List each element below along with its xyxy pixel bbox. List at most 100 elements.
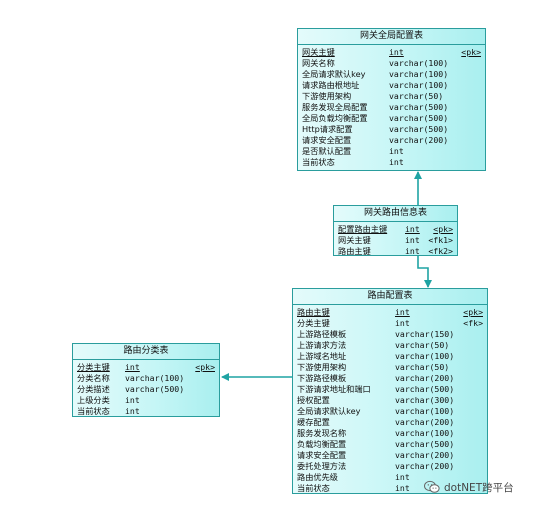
field-name: 服务发现名称 <box>297 428 347 438</box>
field-name: 服务发现全局配置 <box>302 102 368 112</box>
field-name: 路由主键 <box>338 246 371 256</box>
field-key-marker: <pk> <box>195 362 215 372</box>
field-name: 授权配置 <box>297 395 330 405</box>
field-type: int <box>395 483 410 493</box>
field-type: varchar(500) <box>395 384 455 394</box>
field-type: varchar(100) <box>395 351 455 361</box>
field-type: varchar(200) <box>389 135 449 145</box>
field-name: 负载均衡配置 <box>297 439 347 449</box>
field-row[interactable]: 上游域名地址 varchar(100) <box>297 351 483 362</box>
field-type: varchar(100) <box>395 428 455 438</box>
field-type: varchar(50) <box>395 362 450 372</box>
field-row[interactable]: 全局请求默认key varchar(100) <box>297 406 483 417</box>
entity-title: 网关全局配置表 <box>298 29 485 45</box>
field-row[interactable]: 上级分类 int <box>77 395 215 406</box>
field-name: 上级分类 <box>77 395 110 405</box>
field-name: 上游请求方法 <box>297 340 347 350</box>
watermark-text: dotNET跨平台 <box>444 481 514 494</box>
field-row[interactable]: 上游请求方法 varchar(50) <box>297 340 483 351</box>
field-type: varchar(100) <box>389 80 449 90</box>
field-type: varchar(300) <box>395 395 455 405</box>
field-key-marker: <fk1> <box>428 235 453 245</box>
field-key-marker: <pk> <box>461 47 481 57</box>
link-routeinfo-to-route <box>417 256 432 288</box>
field-type: varchar(200) <box>395 461 455 471</box>
field-type: varchar(50) <box>395 340 450 350</box>
field-type: int <box>389 47 404 57</box>
field-key-marker: <pk> <box>433 224 453 234</box>
field-name: 当前状态 <box>77 406 110 416</box>
field-type: varchar(100) <box>125 373 185 383</box>
field-type: int <box>395 307 410 317</box>
field-type: int <box>405 235 420 245</box>
field-name: 全局请求默认key <box>297 406 361 416</box>
field-type: int <box>125 395 140 405</box>
field-row[interactable]: 是否默认配置 int <box>302 146 481 157</box>
field-row[interactable]: 服务发现名称 varchar(100) <box>297 428 483 439</box>
field-name: Http请求配置 <box>302 124 353 134</box>
field-type: varchar(200) <box>395 450 455 460</box>
field-type: varchar(500) <box>389 102 449 112</box>
field-name: 分类主键 <box>77 362 110 372</box>
field-row[interactable]: 授权配置 varchar(300) <box>297 395 483 406</box>
field-row[interactable]: 网关主键 int <fk1> <box>338 235 453 246</box>
entity-title: 路由分类表 <box>73 344 219 360</box>
field-type: varchar(100) <box>395 406 455 416</box>
field-row[interactable]: 网关名称 varchar(100) <box>302 58 481 69</box>
field-type: int <box>389 146 404 156</box>
field-type: int <box>395 472 410 482</box>
field-row[interactable]: 服务发现全局配置 varchar(500) <box>302 102 481 113</box>
field-row[interactable]: 下游使用架构 varchar(50) <box>297 362 483 373</box>
field-name: 路由主键 <box>297 307 330 317</box>
field-name: 下游使用架构 <box>302 91 352 101</box>
field-type: varchar(200) <box>395 373 455 383</box>
field-type: varchar(150) <box>395 329 455 339</box>
field-type: int <box>389 157 404 167</box>
field-name: 是否默认配置 <box>302 146 352 156</box>
field-type: int <box>125 406 140 416</box>
field-name: 分类主键 <box>297 318 330 328</box>
field-type: varchar(100) <box>389 58 449 68</box>
watermark: dotNET跨平台 <box>424 479 514 495</box>
field-name: 下游使用架构 <box>297 362 347 372</box>
field-name: 网关主键 <box>338 235 371 245</box>
field-type: varchar(500) <box>395 439 455 449</box>
field-name: 当前状态 <box>297 483 330 493</box>
field-row[interactable]: 当前状态 int <box>297 483 483 494</box>
entity-title: 路由配置表 <box>293 289 487 305</box>
field-name: 上游域名地址 <box>297 351 347 361</box>
field-row[interactable]: 负载均衡配置 varchar(500) <box>297 439 483 450</box>
field-row[interactable]: 当前状态 int <box>77 406 215 417</box>
field-name: 网关名称 <box>302 58 335 68</box>
field-key-marker: <fk> <box>463 318 483 328</box>
